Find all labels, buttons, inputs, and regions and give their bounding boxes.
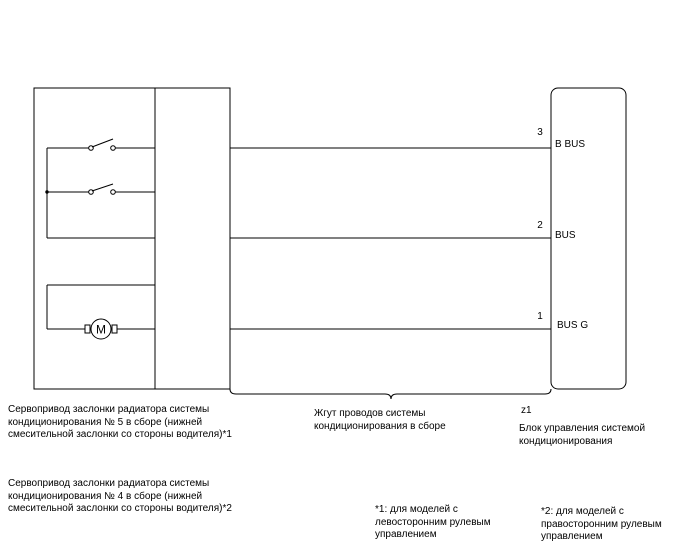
- connector-code: z1: [521, 405, 532, 416]
- pin-name: B BUS: [555, 139, 585, 150]
- actuator-4-label: Сервопривод заслонки радиатора системы к…: [8, 478, 232, 514]
- footnote-1: *1: для моделей с левосторонним рулевым …: [375, 504, 491, 540]
- actuator-connector: [154, 87, 231, 390]
- switch-circuit: [46, 138, 155, 239]
- junction-dot: [45, 190, 49, 194]
- actuator-5-label: Сервопривод заслонки радиатора системы к…: [8, 404, 232, 440]
- pin-number: 1: [537, 311, 543, 322]
- motor-icon: [90, 318, 112, 340]
- pin-name: BUS: [555, 230, 576, 241]
- harness-brace: [229, 388, 552, 400]
- ecu-label: Блок управления системой кондиционирован…: [519, 423, 646, 447]
- harness-wires: [230, 147, 551, 330]
- footnote-2: *2: для моделей с правосторонним рулевым…: [541, 506, 662, 542]
- pin-number: 3: [537, 127, 543, 138]
- motor-letter: M: [96, 323, 106, 337]
- motor-circuit: [46, 284, 155, 334]
- harness-label: Жгут проводов системы кондиционирования …: [314, 408, 446, 432]
- pin-number: 2: [537, 220, 543, 231]
- pin-name: BUS G: [557, 320, 588, 331]
- ecu-box: [550, 87, 627, 390]
